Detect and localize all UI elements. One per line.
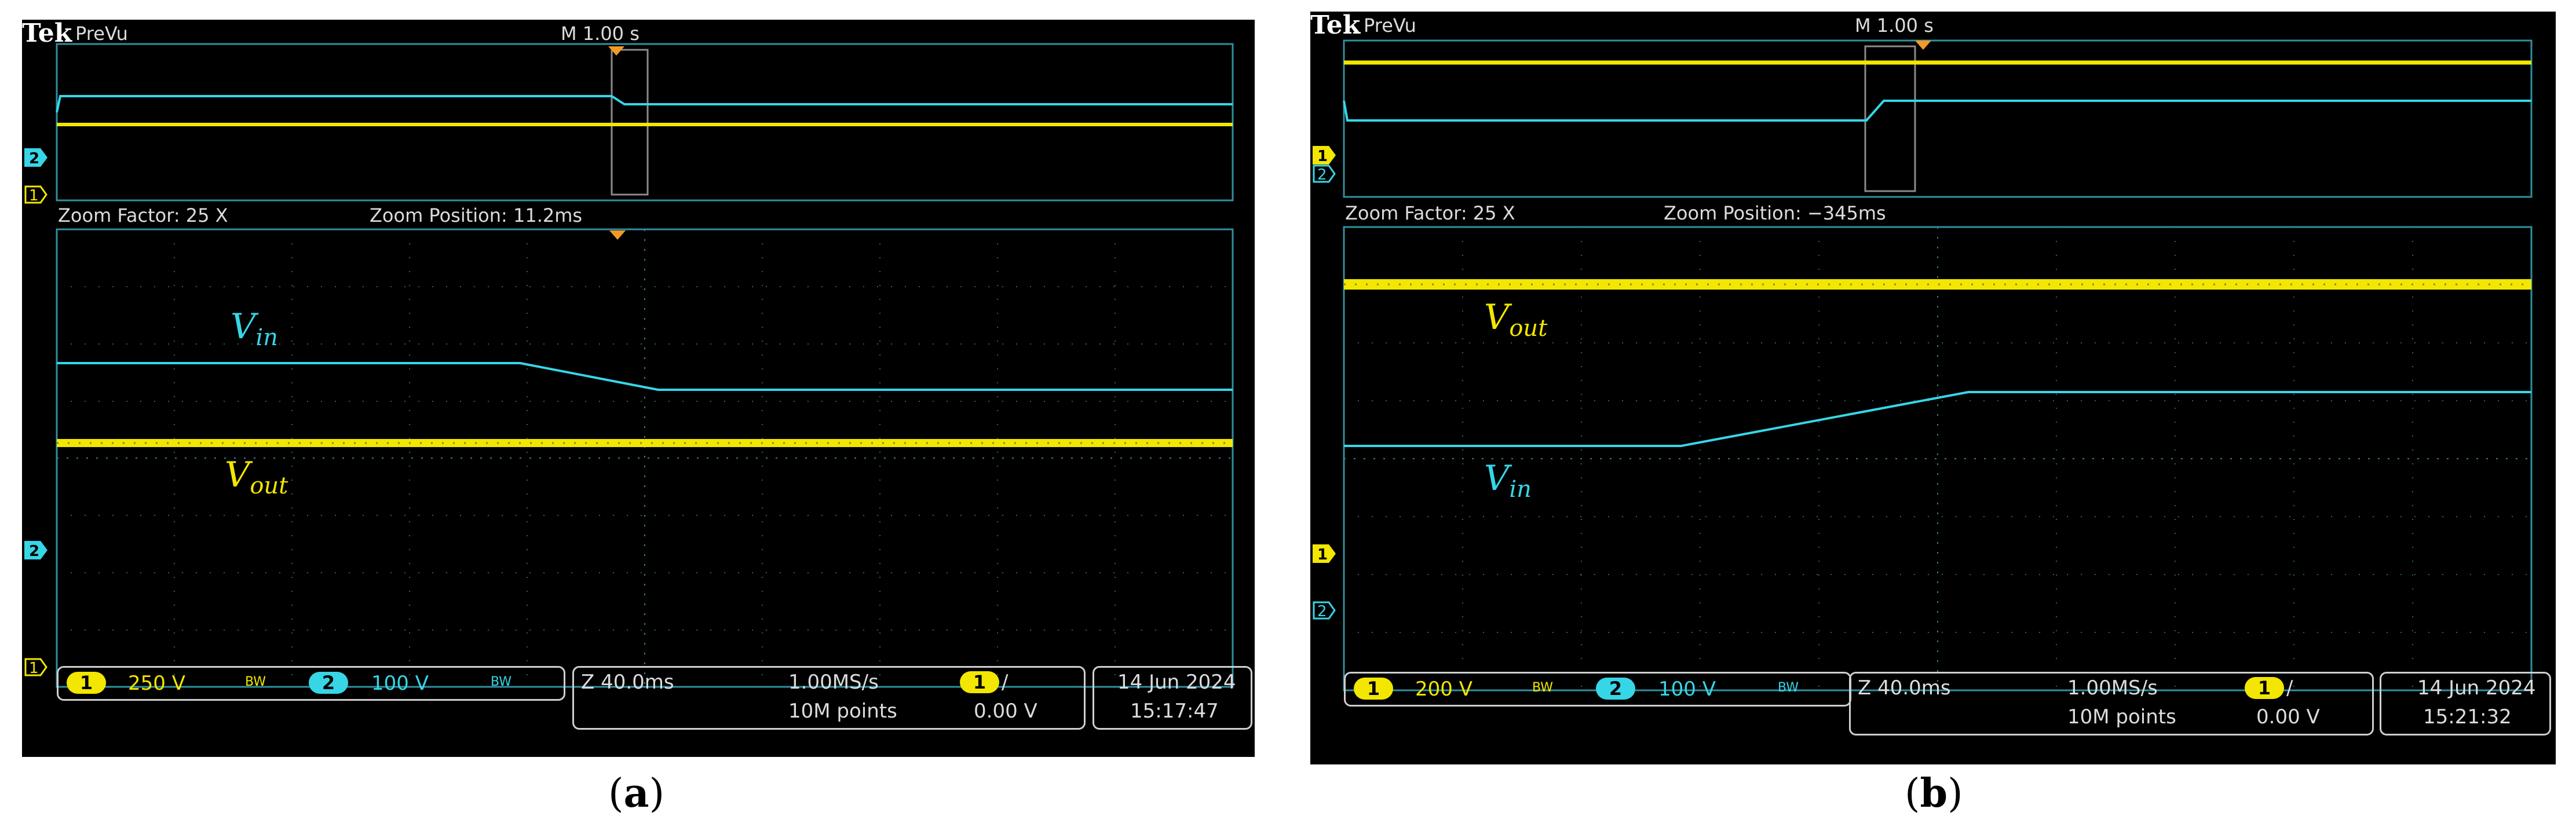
ch1-bandwidth-limit-b: BW xyxy=(1532,680,1554,695)
svg-text:2: 2 xyxy=(29,543,39,559)
ch1-ground-marker-overview-b: 1 xyxy=(1313,146,1336,164)
ch2-badge-b[interactable]: 2 xyxy=(1596,678,1635,700)
zoom-vin-trace-b xyxy=(1344,391,2531,447)
time-a: 15:17:47 xyxy=(1130,700,1219,723)
svg-text:2: 2 xyxy=(1317,166,1327,183)
svg-text:1: 1 xyxy=(1317,148,1328,164)
record-length-b: 10M points xyxy=(2067,705,2176,729)
vin-label-a: Vin xyxy=(231,306,278,351)
zoom-factor-b: Zoom Factor: 25 X xyxy=(1345,202,1515,224)
ch2-ground-marker-overview-b: 2 xyxy=(1313,164,1336,183)
timebase-top-a: M 1.00 s xyxy=(561,23,640,45)
svg-text:1: 1 xyxy=(1317,546,1328,563)
zoom-time-b: Z 40.0ms xyxy=(1858,676,1951,700)
record-length-a: 10M points xyxy=(788,700,897,723)
trigger-slope-icon-a: ∕ xyxy=(1002,671,1009,694)
date-b: 14 Jun 2024 xyxy=(2417,676,2536,700)
ch2-badge-a[interactable]: 2 xyxy=(309,672,348,694)
svg-text:2: 2 xyxy=(1317,603,1327,620)
ch1-badge-b[interactable]: 1 xyxy=(1354,678,1393,700)
ch1-ground-marker-overview-a: 1 xyxy=(24,185,47,204)
ch1-badge-a[interactable]: 1 xyxy=(67,672,106,694)
trigger-source-badge-b[interactable]: 1 xyxy=(2245,677,2284,699)
ch1-bandwidth-limit-a: BW xyxy=(245,675,266,689)
scope-graphics-b xyxy=(1343,39,2533,691)
trigger-level-b: 0.00 V xyxy=(2256,705,2320,729)
date-a: 14 Jun 2024 xyxy=(1117,671,1236,694)
sample-rate-b: 1.00MS/s xyxy=(2067,676,2158,700)
oscilloscope-screen-b: Tek PreVu M 1.00 s 1 2 Zoom Factor: 25 X… xyxy=(1310,12,2556,764)
svg-text:1: 1 xyxy=(29,660,39,676)
timebase-top-b: M 1.00 s xyxy=(1855,14,1934,36)
oscilloscope-screen-a: Tek PreVu M 1.00 s 2 1 Zoom Factor: 25 X… xyxy=(22,20,1255,757)
acquisition-box-a[interactable]: Z 40.0ms 1.00MS/s 10M points 1 ∕ 0.00 V xyxy=(572,666,1086,730)
overview-vin-trace-a xyxy=(56,95,1233,113)
zoom-vin-trace-a xyxy=(57,362,1233,391)
zoom-trigger-marker-a xyxy=(609,230,626,240)
mode-label-b: PreVu xyxy=(1364,14,1416,36)
channel-settings-box-a[interactable]: 1 250 V BW 2 100 V BW xyxy=(57,666,565,701)
time-b: 15:21:32 xyxy=(2423,705,2512,729)
zoom-time-a: Z 40.0ms xyxy=(581,671,674,694)
zoom-position-a: Zoom Position: 11.2ms xyxy=(370,204,583,226)
ch2-ground-marker-zoom-b: 2 xyxy=(1313,601,1336,620)
brand-logo-a: Tek xyxy=(22,20,72,48)
vout-label-b: Vout xyxy=(1484,297,1548,342)
vout-label-a: Vout xyxy=(225,455,288,499)
acquisition-box-b[interactable]: Z 40.0ms 1.00MS/s 10M points 1 ∕ 0.00 V xyxy=(1849,672,2374,735)
trigger-position-marker-a xyxy=(608,46,624,56)
brand-logo-b: Tek xyxy=(1310,12,1361,40)
ch1-scale-b: 200 V xyxy=(1415,678,1472,701)
ch2-scale-b: 100 V xyxy=(1658,678,1716,701)
ch1-scale-a: 250 V xyxy=(128,672,185,695)
zoom-factor-a: Zoom Factor: 25 X xyxy=(58,204,228,226)
mode-label-a: PreVu xyxy=(75,23,128,45)
scope-graphics-a xyxy=(56,43,1234,688)
ch2-bandwidth-limit-b: BW xyxy=(1778,680,1799,695)
svg-text:1: 1 xyxy=(29,187,39,204)
sample-rate-a: 1.00MS/s xyxy=(788,671,879,694)
ch1-ground-marker-zoom-b: 1 xyxy=(1313,544,1336,563)
trigger-source-badge-a[interactable]: 1 xyxy=(960,671,999,693)
ch2-scale-a: 100 V xyxy=(371,672,429,695)
ch2-ground-marker-zoom-a: 2 xyxy=(24,541,47,559)
zoom-position-b: Zoom Position: −345ms xyxy=(1664,202,1886,224)
trigger-position-marker-b xyxy=(1915,41,1931,50)
caption-b: (b) xyxy=(1905,770,1963,817)
datetime-box-b: 14 Jun 2024 15:21:32 xyxy=(2380,672,2551,735)
channel-settings-box-b[interactable]: 1 200 V BW 2 100 V BW xyxy=(1344,672,1851,707)
caption-a: (a) xyxy=(608,770,665,817)
svg-text:2: 2 xyxy=(29,150,39,167)
ch2-ground-marker-overview-a: 2 xyxy=(24,148,47,167)
ch2-bandwidth-limit-a: BW xyxy=(491,675,512,689)
ch1-ground-marker-zoom-a: 1 xyxy=(24,658,47,676)
overview-vin-trace-b xyxy=(1343,100,2531,122)
vin-label-b: Vin xyxy=(1484,458,1532,503)
trigger-level-a: 0.00 V xyxy=(974,700,1037,723)
datetime-box-a: 14 Jun 2024 15:17:47 xyxy=(1092,666,1252,730)
trigger-slope-icon-b: ∕ xyxy=(2286,676,2293,700)
